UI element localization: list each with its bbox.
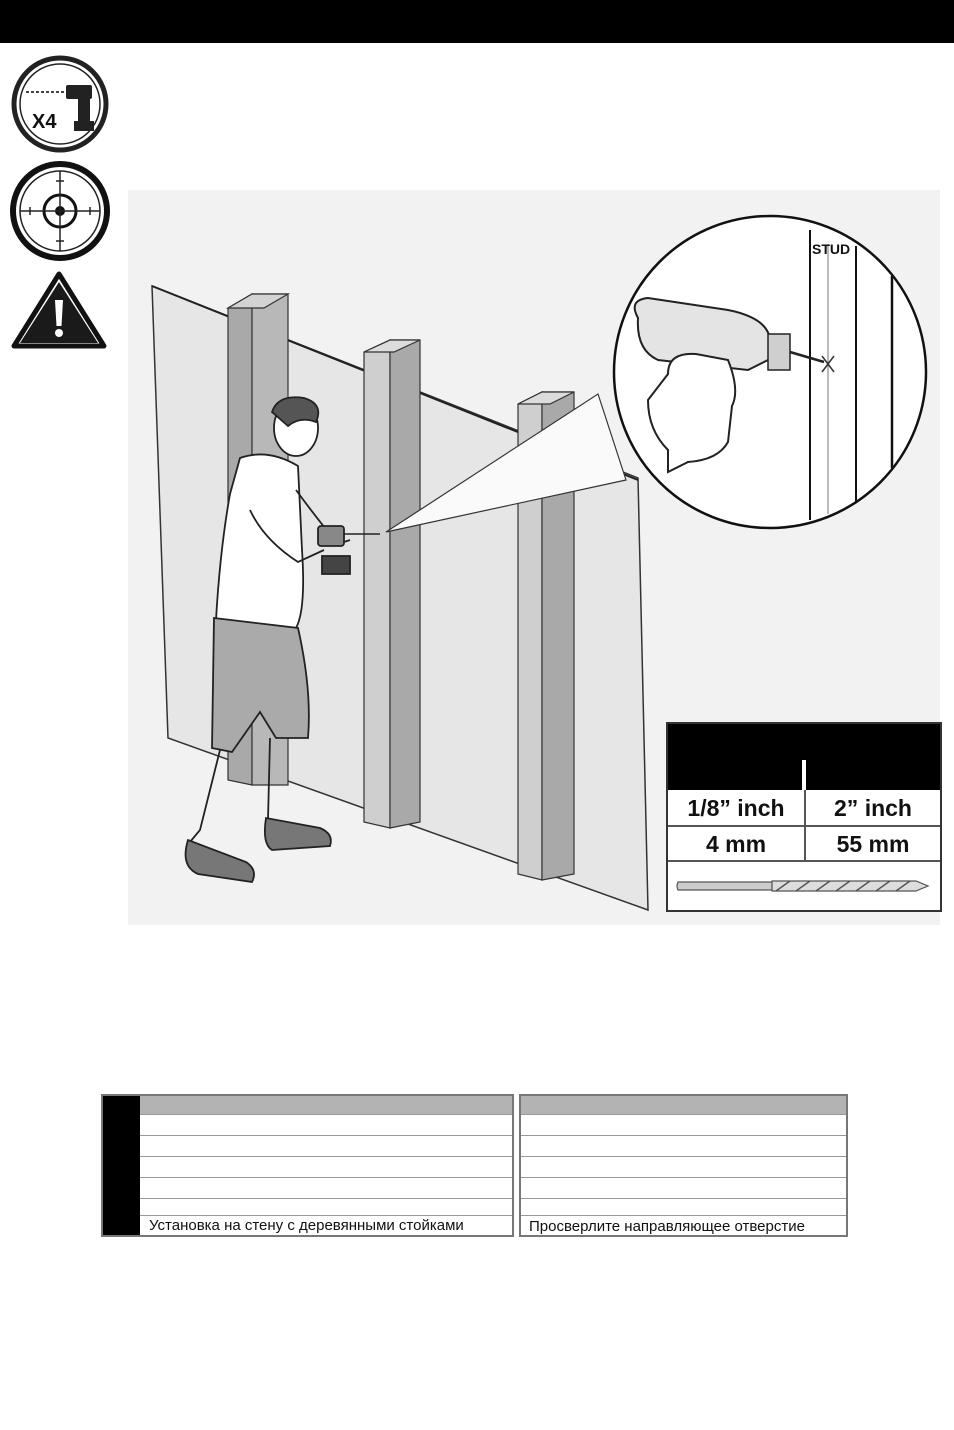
drill-spec-subheader-diameter [668, 760, 804, 790]
table-row [521, 1215, 846, 1235]
lang-table-left: Установка на стену с деревянными стойкам… [101, 1094, 514, 1237]
drill-spec-table: 1/8” inch 2” inch 4 mm 55 mm [666, 722, 942, 912]
lang-table-right: Просверлите направляющее отверстие [519, 1094, 848, 1237]
drill-x4-icon: X4 [11, 55, 109, 153]
table-row [140, 1177, 512, 1197]
divider [804, 790, 806, 862]
lang-table-header [140, 1096, 512, 1114]
drill-depth-inch: 2” inch [834, 794, 912, 821]
target-icon [10, 161, 110, 261]
right-translation-text: Просверлите направляющее отверстие [529, 1218, 805, 1235]
person [184, 396, 380, 883]
table-row [521, 1177, 846, 1197]
table-row [521, 1135, 846, 1155]
left-translation-text: Установка на стену с деревянными стойкам… [149, 1217, 464, 1234]
drill-spec-subheader-depth [806, 760, 940, 790]
table-row [521, 1198, 846, 1218]
drill-depth-mm: 55 mm [836, 830, 910, 857]
drill-diameter-mm: 4 mm [705, 830, 767, 857]
table-row [140, 1114, 512, 1134]
drill-diameter-inch: 1/8” inch [687, 794, 785, 821]
lang-code-column [103, 1096, 140, 1235]
stud-label: STUD [812, 241, 850, 257]
warning-icon [11, 271, 107, 349]
zoom-circle [612, 214, 928, 530]
tool-badge: X4 [32, 111, 57, 133]
stud-middle [363, 339, 421, 829]
header-bar [0, 0, 954, 43]
drill-bit-icon [676, 880, 930, 892]
table-row [140, 1135, 512, 1155]
lang-table-header [521, 1096, 846, 1114]
table-row [140, 1215, 512, 1235]
table-row [521, 1156, 846, 1176]
stud-right [517, 391, 575, 881]
table-row [521, 1114, 846, 1134]
drill-spec-header [668, 724, 940, 760]
table-row [140, 1198, 512, 1218]
table-row [140, 1156, 512, 1176]
